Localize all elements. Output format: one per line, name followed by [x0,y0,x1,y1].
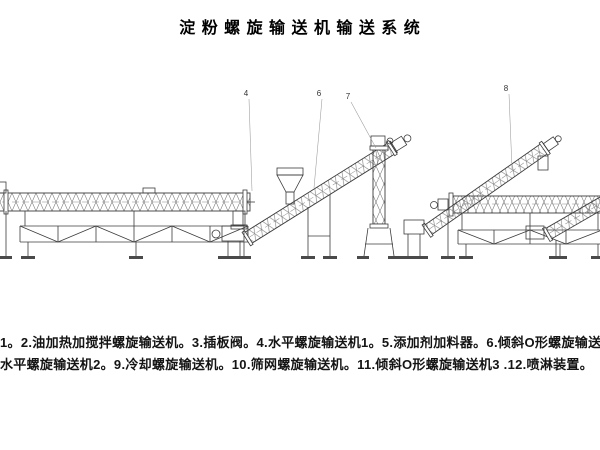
vertical-conveyor [357,135,400,259]
callout-label-4: 4 [244,89,249,98]
page-title: 淀 粉 螺 旋 输 送 机 输 送 系 统 [179,20,421,37]
support-truss-right [457,213,600,259]
legend-caption: 1。2.油加热加搅拌螺旋输送机。3.插板阀。4.水平螺旋输送机1。5.添加剂加料… [0,332,600,376]
inclined-screw-conveyor-2 [400,135,562,259]
legend-line-1: 1。2.油加热加搅拌螺旋输送机。3.插板阀。4.水平螺旋输送机1。5.添加剂加料… [0,335,600,350]
inclined-screw-conveyor-1 [211,134,412,259]
conveyor-system-drawing: 4 6 7 8 [0,84,600,259]
horizontal-screw-conveyor-2 [430,155,600,217]
inclined-screw-conveyor-3 [525,183,600,259]
support-truss-left [0,211,251,259]
additive-feeder-hopper [276,167,304,205]
callout-label-8: 8 [504,84,509,93]
callout-leaders: 4 6 7 8 [244,84,513,192]
legend-line-2: 水平螺旋输送机2。9.冷却螺旋输送机。10.筛网螺旋输送机。11.倾斜O形螺旋输… [0,357,594,372]
callout-label-7: 7 [346,92,351,101]
heated-mixing-screw-conveyor [0,181,255,230]
callout-label-6: 6 [317,89,322,98]
